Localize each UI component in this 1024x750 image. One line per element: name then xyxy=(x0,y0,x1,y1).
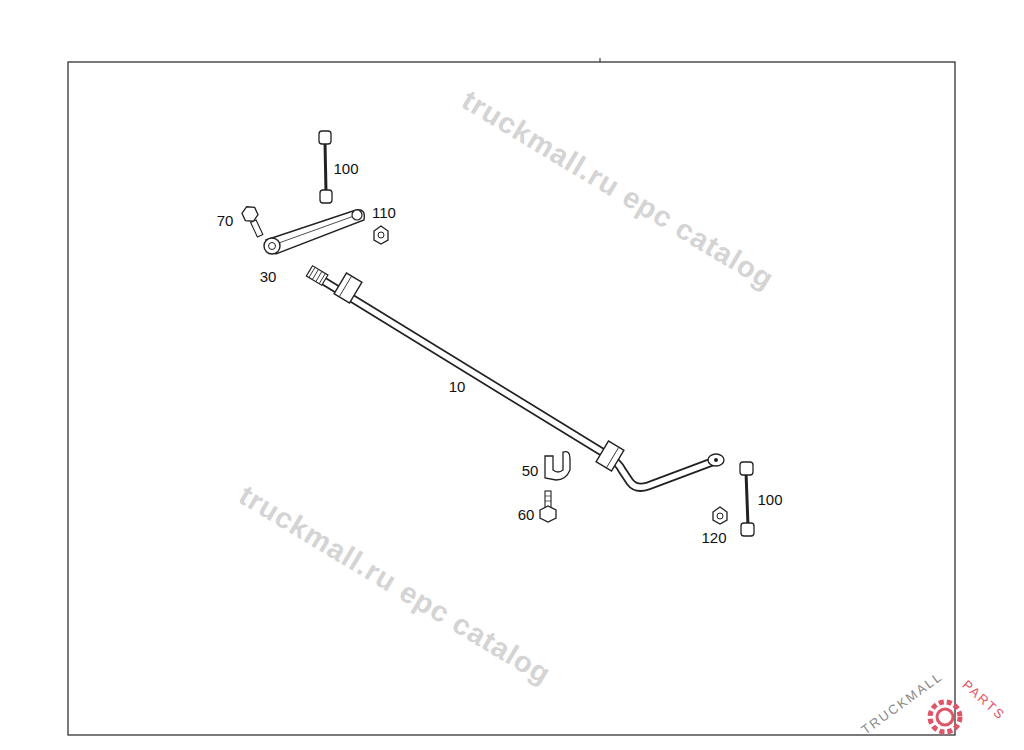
coupling-link xyxy=(740,462,754,536)
callout-number: 50 xyxy=(522,463,539,478)
callout-number: 60 xyxy=(518,507,535,522)
nut xyxy=(374,226,388,244)
coupling-link xyxy=(319,131,332,203)
clamp-bracket xyxy=(545,452,570,480)
watermark: truckmall.ru epc catalog xyxy=(457,85,778,294)
lever-arm xyxy=(264,210,364,254)
frame xyxy=(68,62,955,735)
logo-text: PARTS xyxy=(960,678,1007,723)
callout-number: 110 xyxy=(372,205,396,220)
logo-text: TRUCKMALL xyxy=(859,669,945,736)
nut xyxy=(713,507,727,524)
callout-number: 100 xyxy=(333,161,358,176)
bolt xyxy=(240,204,266,239)
callout-number: 30 xyxy=(260,269,277,284)
callout-number: 100 xyxy=(757,492,782,507)
watermark: truckmall.ru epc catalog xyxy=(234,480,555,689)
bolt xyxy=(540,491,556,522)
stabilizer-bar xyxy=(306,266,724,488)
callout-number: 10 xyxy=(449,379,466,394)
callout-number: 70 xyxy=(217,213,234,228)
callout-number: 120 xyxy=(701,530,726,545)
logo-gear xyxy=(930,702,960,732)
tick xyxy=(600,58,601,62)
